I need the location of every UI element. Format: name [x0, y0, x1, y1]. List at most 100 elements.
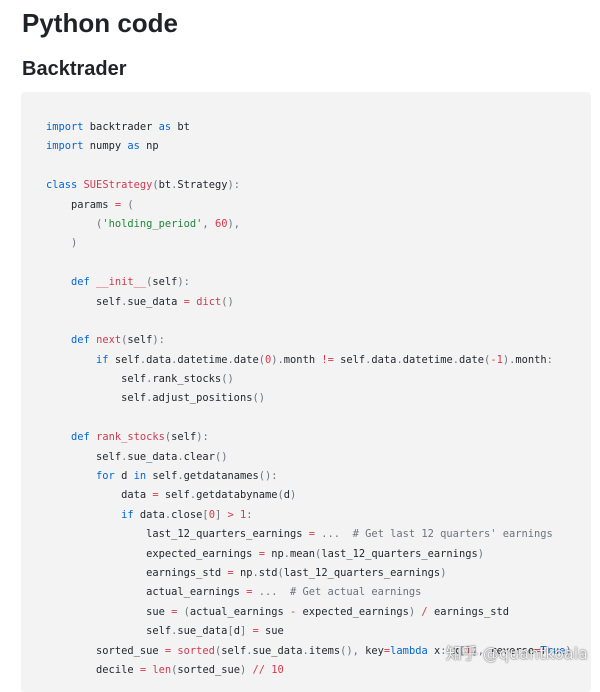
code-token: std — [258, 566, 278, 579]
code-token: ... — [258, 586, 278, 599]
code-token: d — [233, 625, 240, 638]
code-token: - — [290, 605, 297, 618]
code-token: getdatabyname — [196, 489, 278, 502]
code-line: def __init__(self): — [46, 273, 572, 292]
code-token: . — [171, 625, 178, 638]
code-token: ) — [408, 605, 416, 618]
code-token: ): — [196, 431, 209, 444]
code-token: = — [114, 198, 122, 211]
code-token: = — [139, 663, 147, 676]
code-token: : — [246, 508, 253, 521]
code-token: . — [139, 353, 147, 366]
code-token: backtrader — [83, 121, 159, 133]
code-token: = — [383, 644, 391, 657]
page-title: Python code — [22, 8, 179, 38]
code-token: ( — [96, 217, 103, 230]
code-token: self — [221, 644, 247, 657]
code-line — [46, 254, 572, 273]
code-token: ) — [440, 566, 447, 579]
code-token: lambda — [390, 644, 428, 657]
code-token: self — [333, 353, 366, 366]
code-token: as — [158, 121, 172, 133]
code-token: ) — [290, 489, 297, 502]
code-token: data — [46, 489, 153, 502]
code-token: ( — [152, 179, 159, 192]
code-token: items — [308, 644, 341, 657]
code-token: sue_data — [252, 644, 303, 657]
code-token: ) — [71, 237, 78, 250]
code-line — [46, 157, 572, 176]
code-token: np — [233, 566, 253, 579]
code-token: ( — [164, 431, 172, 444]
code-token: month — [515, 353, 547, 366]
code-token: . — [452, 353, 460, 366]
code-token — [46, 509, 121, 521]
code-line: def next(self): — [46, 331, 572, 350]
code-token: def — [71, 334, 90, 347]
code-token: sorted_sue — [46, 644, 165, 657]
code-token: ( — [214, 644, 222, 657]
code-line: self.sue_data = dict() — [46, 293, 572, 312]
code-token: actual_earnings — [189, 605, 291, 618]
code-token: earnings_std — [427, 605, 510, 618]
code-token: ( — [183, 605, 190, 618]
code-token — [46, 218, 96, 230]
code-token: dict — [196, 295, 222, 308]
code-token: . — [227, 353, 234, 366]
code-token: np — [139, 140, 159, 153]
code-line: actual_earnings = ... # Get actual earni… — [46, 583, 572, 602]
code-token: ): — [177, 276, 190, 289]
code-token: import — [46, 140, 84, 153]
code-token: = — [246, 586, 253, 599]
code-token: class — [46, 179, 78, 192]
code-token: . — [396, 353, 403, 366]
code-token: () — [221, 373, 234, 386]
code-token: [ — [202, 508, 209, 521]
code-token: last_12_quarters_earnings — [283, 566, 441, 579]
code-token: mean — [290, 547, 316, 560]
code-token: self — [171, 431, 197, 444]
code-token — [278, 586, 291, 598]
code-line: params = ( — [46, 196, 572, 215]
code-token: x — [427, 644, 441, 657]
code-token: date — [459, 353, 485, 366]
code-token — [46, 334, 71, 346]
code-line: for d in self.getdatanames(): — [46, 467, 572, 486]
code-token: ( — [171, 663, 178, 676]
code-token: len — [152, 663, 172, 676]
code-token: self — [46, 373, 147, 386]
code-token: reverse — [484, 644, 535, 657]
code-token: ], — [471, 644, 485, 657]
code-token: . — [121, 450, 128, 463]
code-line: if self.data.datetime.date(0).month != s… — [46, 351, 572, 370]
code-line: class SUEStrategy(bt.Strategy): — [46, 176, 572, 195]
code-token: expected_earnings — [46, 547, 259, 560]
code-token: [ — [459, 644, 466, 657]
code-token: ). — [271, 353, 284, 366]
code-token: sue_data — [177, 625, 228, 638]
code-token: . — [171, 353, 178, 366]
code-line: def rank_stocks(self): — [46, 428, 572, 447]
code-token: bt — [171, 121, 190, 133]
code-token: last_12_quarters_earnings — [321, 547, 478, 560]
code-token: () — [214, 450, 228, 463]
code-token: self — [46, 295, 122, 308]
code-token: x — [446, 644, 460, 657]
code-token: data — [133, 508, 165, 521]
code-token: params — [46, 198, 115, 211]
code-token: ) — [477, 547, 484, 560]
code-line: last_12_quarters_earnings = ... # Get la… — [46, 525, 572, 544]
code-token: () — [252, 392, 265, 405]
code-token: != — [321, 353, 334, 366]
code-token: ( — [277, 489, 284, 502]
code-line: import backtrader as bt — [46, 118, 572, 137]
code-token: ( — [258, 353, 266, 366]
code-token: sorted_sue — [177, 663, 240, 676]
code-line: import numpy as np — [46, 137, 572, 156]
code-token: close — [171, 508, 203, 521]
code-line — [46, 312, 572, 331]
code-token: adjust_positions — [152, 392, 253, 405]
code-line: sue = (actual_earnings - expected_earnin… — [46, 603, 572, 622]
code-line: self.rank_stocks() — [46, 370, 572, 389]
